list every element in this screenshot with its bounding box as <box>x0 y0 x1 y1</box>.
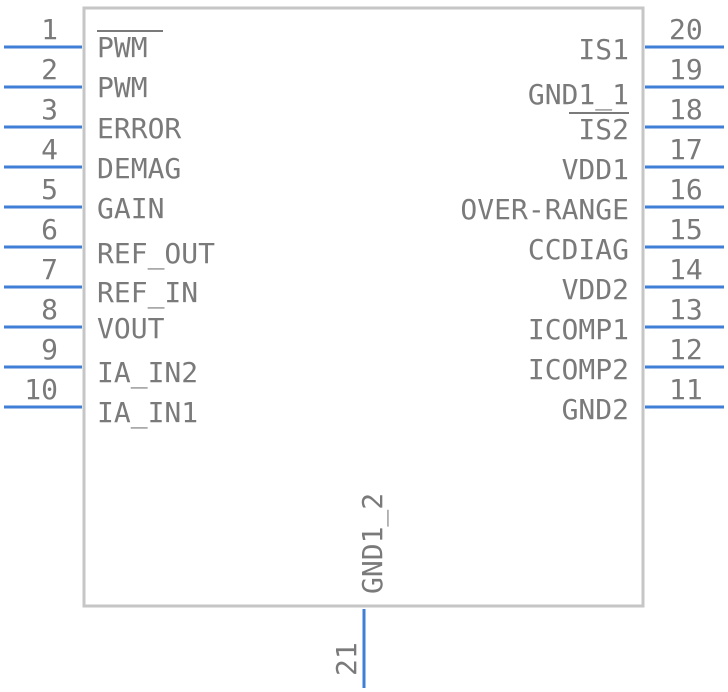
pin-number: 21 <box>330 642 363 676</box>
pin-label: IA_IN2 <box>97 356 198 390</box>
pin-label: IA_IN1 <box>97 396 198 430</box>
pin-label: GND1_2 <box>356 493 390 594</box>
pin-18[interactable]: 18 IS2 <box>569 93 724 146</box>
pin-number: 1 <box>41 13 58 46</box>
pin-2[interactable]: 2 PWM <box>4 53 148 104</box>
pin-number: 16 <box>669 173 703 206</box>
pin-1[interactable]: 1 PWM <box>4 13 163 64</box>
pin-label: VDD1 <box>562 153 629 186</box>
pin-number: 13 <box>669 293 703 326</box>
pin-6[interactable]: 6 REF_OUT <box>4 213 215 271</box>
pin-number: 2 <box>41 53 58 86</box>
pin-21[interactable]: 21 GND1_2 <box>330 493 390 688</box>
pin-label: DEMAG <box>97 152 181 185</box>
pin-number: 6 <box>41 213 58 246</box>
pin-3[interactable]: 3 ERROR <box>4 93 181 145</box>
pin-15[interactable]: 15 CCDIAG <box>528 213 724 266</box>
pin-label: GND1_1 <box>528 78 629 112</box>
pin-number: 9 <box>41 333 58 366</box>
pin-number: 5 <box>41 173 58 206</box>
pin-label: ICOMP2 <box>528 353 629 386</box>
right-pins: 20 IS1 19 GND1_1 18 IS2 17 VDD1 16 OVER-… <box>460 13 724 426</box>
pin-11[interactable]: 11 GND2 <box>562 373 724 426</box>
pin-label: OVER-RANGE <box>460 193 629 226</box>
pin-13[interactable]: 13 ICOMP1 <box>528 293 724 346</box>
pin-number: 4 <box>41 133 58 166</box>
pin-number: 3 <box>41 93 58 126</box>
pin-20[interactable]: 20 IS1 <box>578 13 724 66</box>
pin-4[interactable]: 4 DEMAG <box>4 133 181 185</box>
pin-9[interactable]: 9 IA_IN2 <box>4 333 198 390</box>
pin-label: REF_IN <box>97 276 198 310</box>
pin-label: ERROR <box>97 112 181 145</box>
pin-17[interactable]: 17 VDD1 <box>562 133 724 186</box>
pin-number: 11 <box>669 373 703 406</box>
pin-label: ICOMP1 <box>528 313 629 346</box>
pin-8[interactable]: 8 VOUT <box>4 293 165 345</box>
pin-14[interactable]: 14 VDD2 <box>562 253 724 306</box>
pin-5[interactable]: 5 GAIN <box>4 173 164 225</box>
pin-label: IS1 <box>578 33 629 66</box>
pin-label: REF_OUT <box>97 237 215 271</box>
pin-7[interactable]: 7 REF_IN <box>4 253 198 310</box>
pin-number: 15 <box>669 213 703 246</box>
pin-number: 14 <box>669 253 703 286</box>
left-pins: 1 PWM 2 PWM 3 ERROR 4 DEMAG 5 GAIN 6 REF… <box>4 13 215 430</box>
component-body <box>82 6 645 608</box>
pin-label: PWM <box>97 71 148 104</box>
pin-number: 18 <box>669 93 703 126</box>
pin-number: 8 <box>41 293 58 326</box>
pin-label: GND2 <box>562 393 629 426</box>
pin-label: CCDIAG <box>528 233 629 266</box>
pin-label: VOUT <box>97 312 165 345</box>
pin-number: 20 <box>669 13 703 46</box>
pin-label: IS2 <box>578 113 629 146</box>
pin-label: GAIN <box>97 192 164 225</box>
pin-12[interactable]: 12 ICOMP2 <box>528 333 724 386</box>
pin-label: VDD2 <box>562 273 629 306</box>
pin-number: 10 <box>24 373 58 406</box>
pin-number: 19 <box>669 53 703 86</box>
pin-number: 12 <box>669 333 703 366</box>
pin-19[interactable]: 19 GND1_1 <box>528 53 724 112</box>
pin-number: 17 <box>669 133 703 166</box>
pin-label: PWM <box>97 31 148 64</box>
pin-16[interactable]: 16 OVER-RANGE <box>460 173 724 226</box>
pin-number: 7 <box>41 253 58 286</box>
pin-10[interactable]: 10 IA_IN1 <box>4 373 198 430</box>
